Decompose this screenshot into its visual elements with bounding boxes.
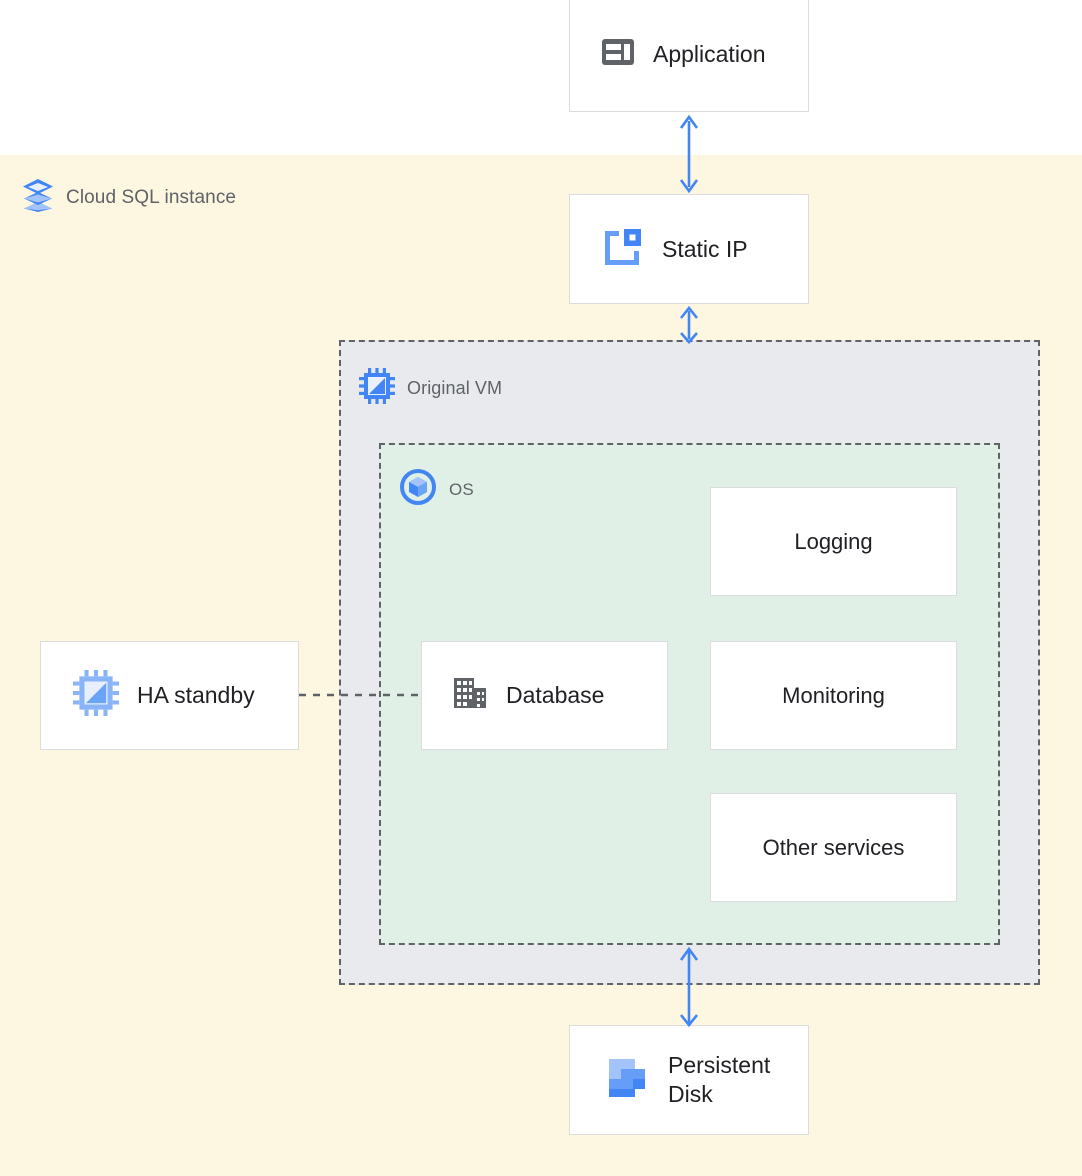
node-logging[interactable]: Logging (710, 487, 957, 596)
persistent-disk-icon (608, 1057, 646, 1104)
node-monitoring[interactable]: Monitoring (710, 641, 957, 750)
original-vm-label: Original VM (407, 378, 503, 398)
node-application[interactable]: Application (569, 0, 809, 112)
ha-standby-chip-icon (73, 670, 119, 721)
node-database[interactable]: Database (421, 641, 668, 750)
connector-static-ip-original-vm (674, 304, 704, 351)
connector-application-static-ip (674, 112, 704, 201)
os-label: OS (449, 479, 474, 499)
original-vm-label-group: Original VM (359, 368, 502, 409)
node-database-label: Database (506, 682, 605, 709)
node-logging-label: Logging (794, 528, 873, 554)
node-static-ip[interactable]: Static IP (569, 194, 809, 304)
vm-chip-icon (359, 368, 395, 409)
node-application-label: Application (653, 41, 766, 68)
connector-ha-standby-database (299, 688, 425, 707)
os-label-group: OS (399, 468, 474, 511)
node-other-services-label: Other services (762, 834, 905, 860)
node-persistent-disk[interactable]: Persistent Disk (569, 1025, 809, 1135)
cloud-sql-icon (22, 178, 54, 217)
node-persistent-disk-label: Persistent Disk (668, 1052, 771, 1107)
node-monitoring-label: Monitoring (782, 682, 885, 708)
node-static-ip-label: Static IP (662, 235, 748, 262)
connector-os-persistent-disk (674, 944, 704, 1035)
application-icon (601, 35, 635, 74)
cloud-sql-instance-label: Cloud SQL instance (66, 186, 237, 208)
os-icon (399, 468, 437, 511)
node-ha-standby[interactable]: HA standby (40, 641, 299, 750)
node-ha-standby-label: HA standby (137, 682, 255, 709)
cloud-sql-instance-label-group: Cloud SQL instance (22, 178, 236, 217)
static-ip-icon (602, 226, 644, 273)
node-other-services[interactable]: Other services (710, 793, 957, 902)
database-building-icon (452, 676, 488, 715)
